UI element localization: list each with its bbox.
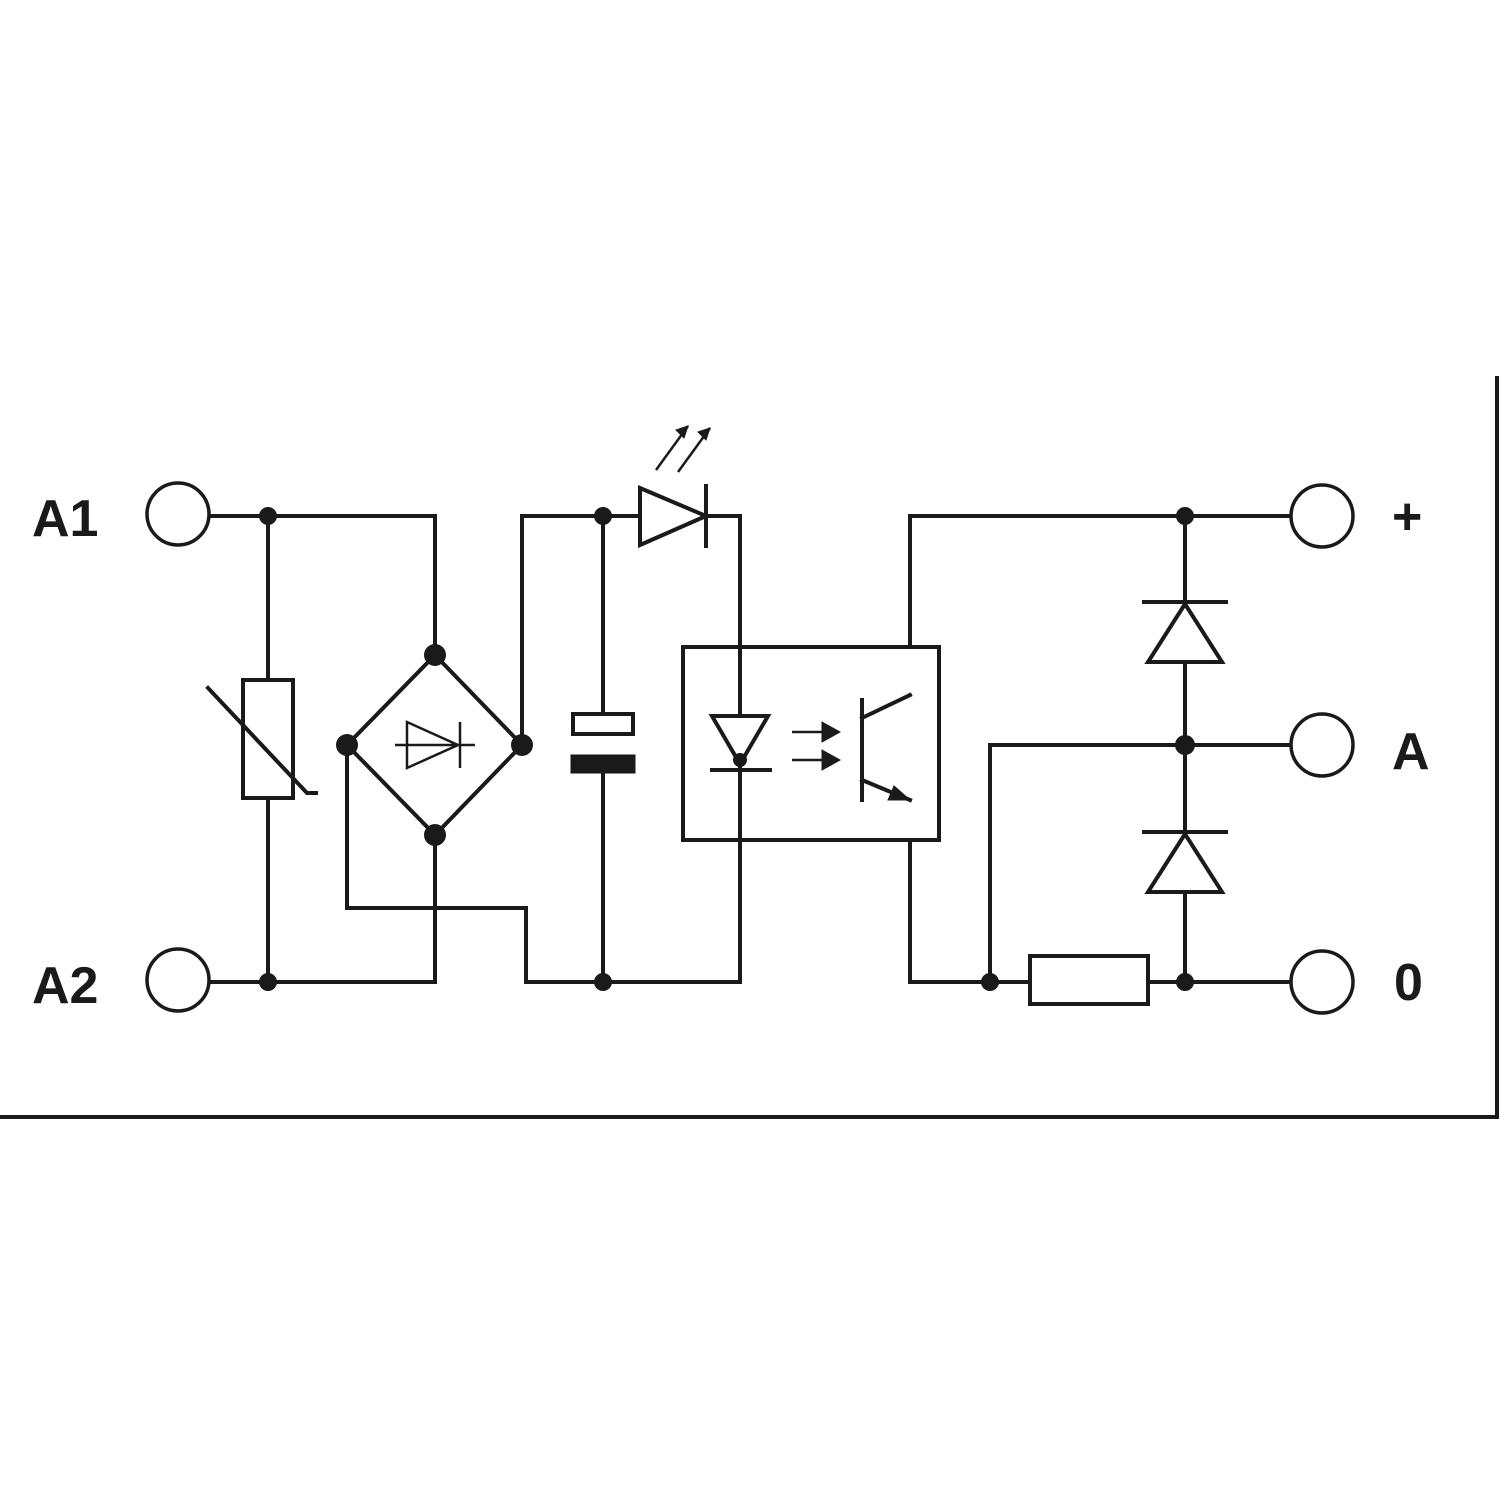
junction-dots: [259, 507, 1195, 991]
protection-diode-icon: [1142, 600, 1228, 664]
optocoupler-icon: [681, 645, 941, 842]
resistor-icon: [1028, 954, 1150, 1006]
wire-a2: [208, 833, 437, 984]
terminal-plus: [1289, 483, 1355, 549]
terminal-label-plus: +: [1392, 488, 1422, 546]
protection-diode-lower-icon: [1142, 830, 1228, 894]
terminal-label-zero: 0: [1394, 954, 1423, 1012]
wire-a1: [208, 514, 437, 657]
led-indicator-icon: [638, 425, 712, 549]
frame-border: [0, 376, 1499, 1119]
bridge-rectifier-icon: [344, 652, 525, 838]
terminals: [145, 481, 1355, 1015]
terminal-label-a1: A1: [32, 490, 98, 548]
capacitor-icon: [570, 712, 636, 774]
wire-output: [988, 743, 1292, 984]
terminal-label-out: A: [1392, 723, 1430, 781]
wire-bridge-plus: [520, 514, 642, 747]
wire-collector-plus: [908, 514, 1292, 697]
terminal-out: [1289, 712, 1355, 778]
varistor-icon: [205, 678, 318, 800]
terminal-a2: [145, 947, 211, 1013]
terminal-label-a2: A2: [32, 957, 98, 1015]
wiring: [208, 514, 1292, 984]
wire-dc-loop: [345, 514, 742, 984]
frame: [0, 376, 1499, 1119]
terminal-zero: [1289, 949, 1355, 1015]
terminal-a1: [145, 481, 211, 547]
